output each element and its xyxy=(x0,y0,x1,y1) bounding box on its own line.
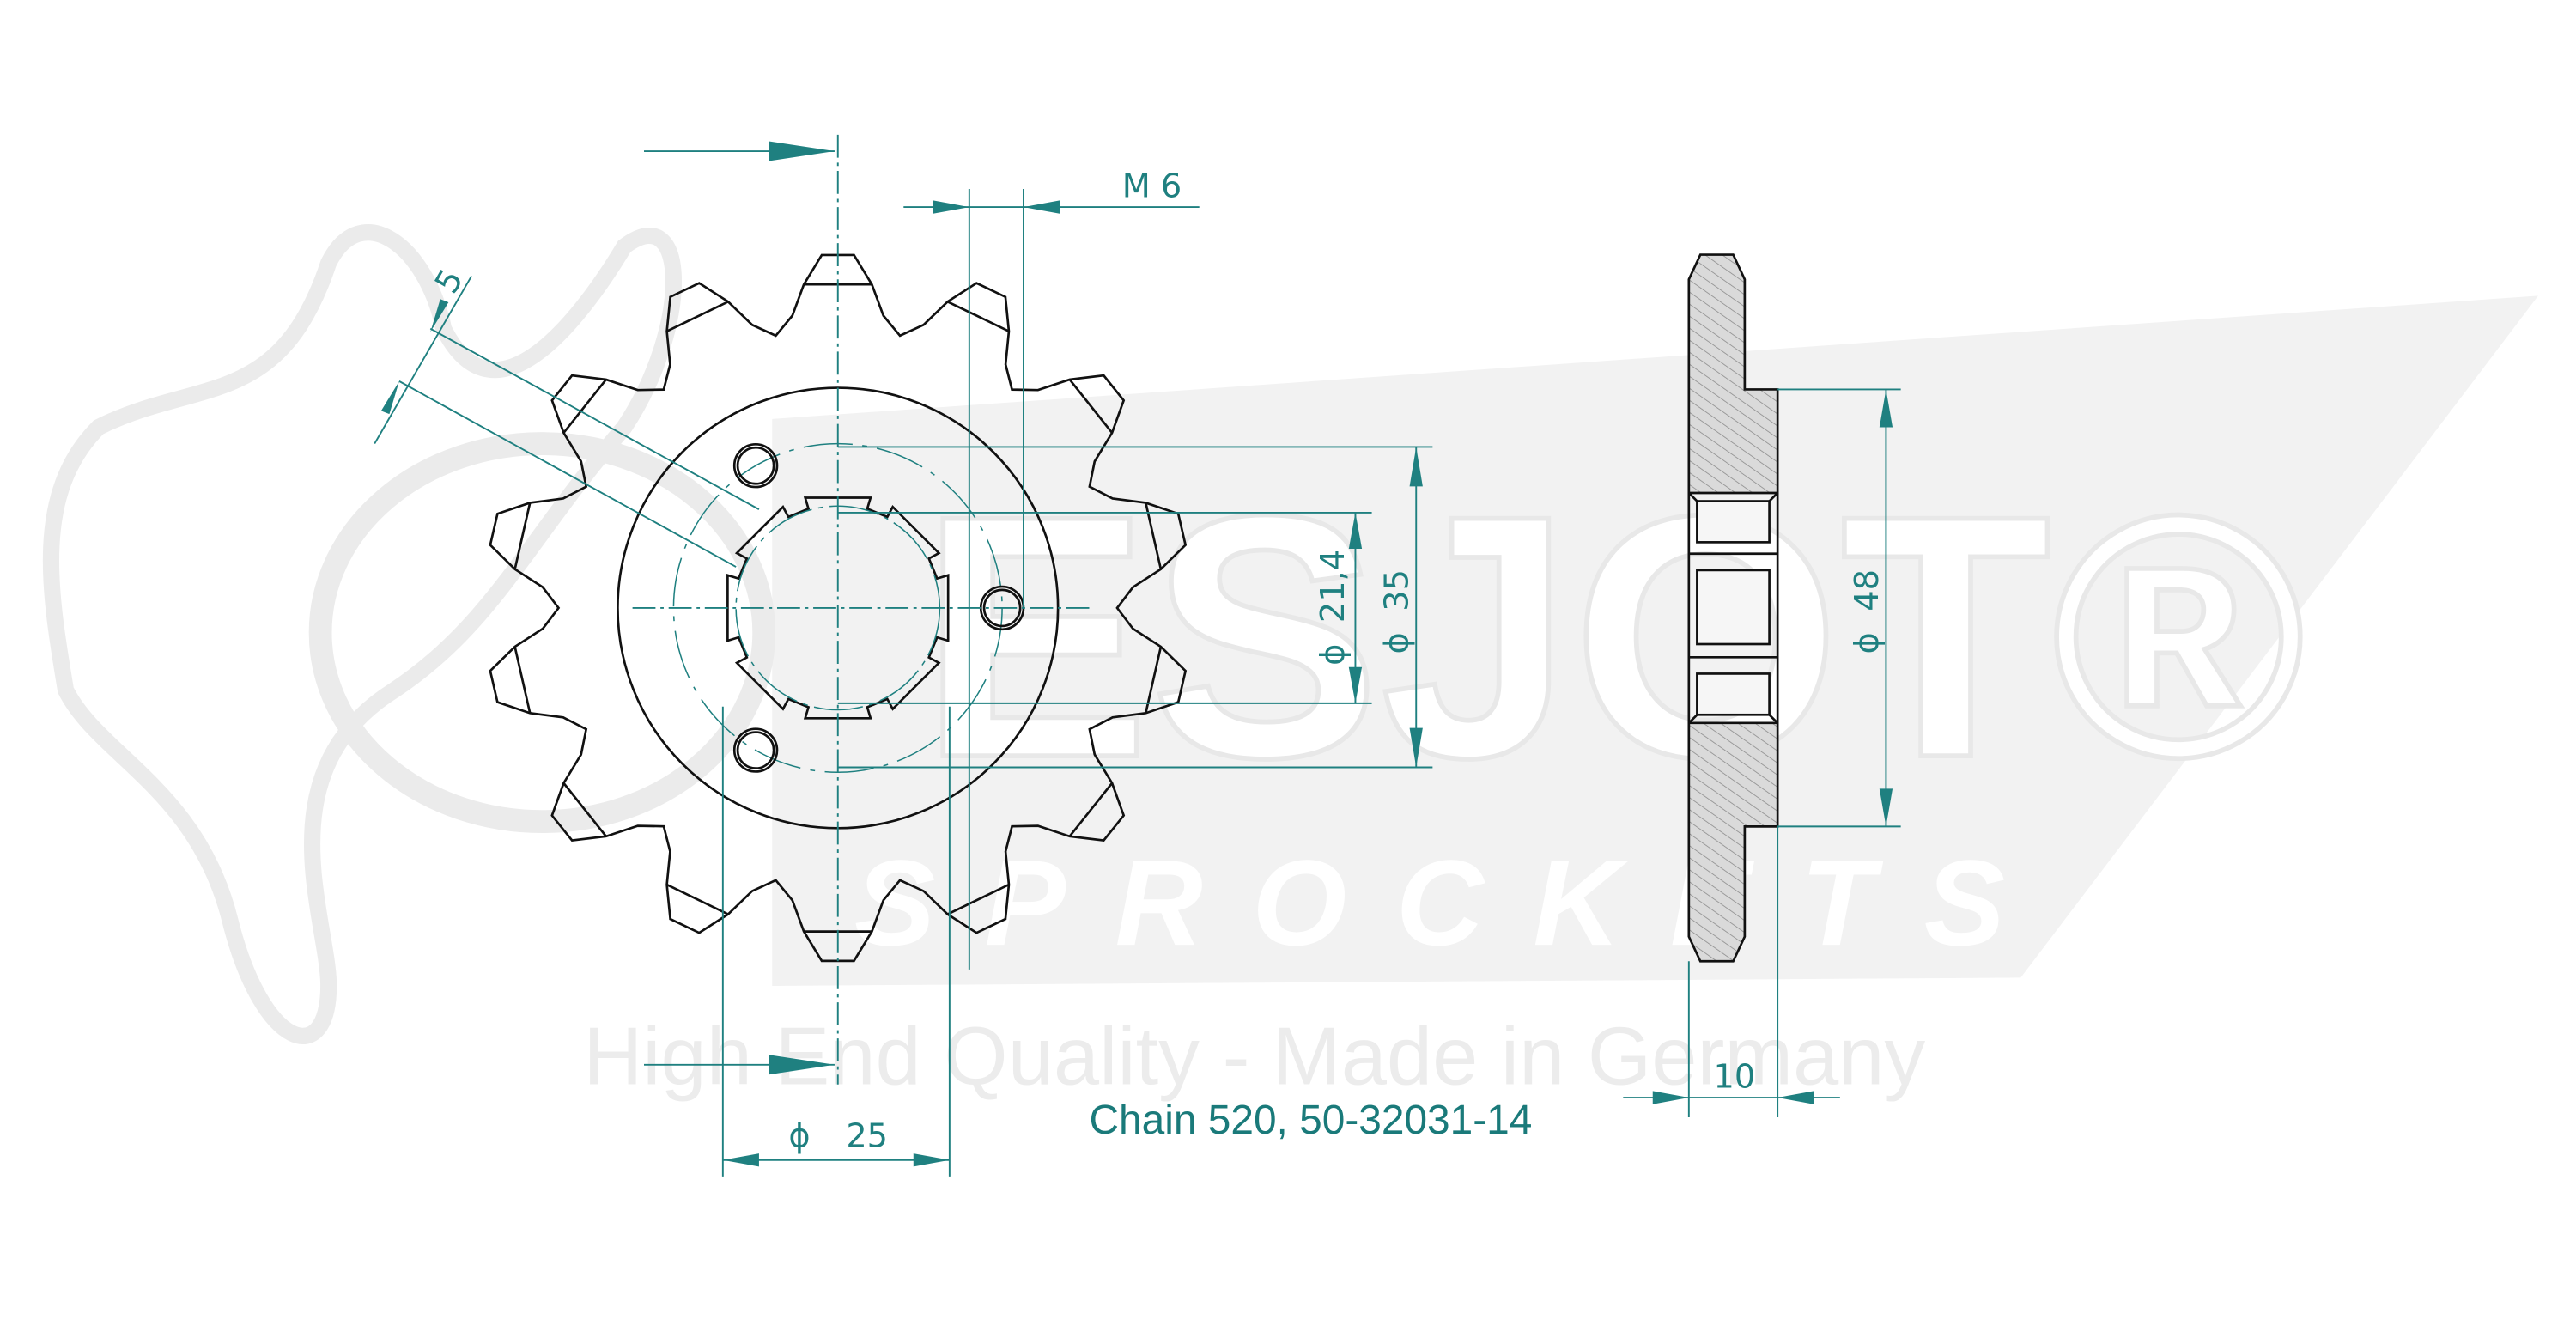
bore-dimension-label: 25 xyxy=(846,1116,888,1155)
tooth-chamfer-lines xyxy=(513,283,1163,933)
tooth-chamfer xyxy=(666,883,729,915)
diameter-symbol: ϕ xyxy=(1848,632,1886,654)
tooth-chamfer xyxy=(562,782,607,837)
arrow-icon xyxy=(430,299,449,332)
arrow-icon xyxy=(1409,727,1423,768)
tooth-chamfer xyxy=(1145,646,1163,714)
section-lower xyxy=(1687,721,1779,963)
arrow-icon xyxy=(1023,200,1060,214)
diameter-symbol: ϕ xyxy=(1378,632,1417,654)
width-dimension-label: 10 xyxy=(1714,1058,1756,1097)
arrow-icon xyxy=(1879,788,1893,827)
arrow-icon xyxy=(933,200,969,214)
arrow-icon xyxy=(913,1153,950,1167)
spline-dimension-label: 21,4 xyxy=(1314,550,1352,623)
arrow-icon xyxy=(1348,512,1363,550)
tooth-chamfer xyxy=(946,301,1010,332)
arrow-icon xyxy=(722,1153,759,1167)
arrow-icon xyxy=(1777,1091,1814,1104)
tooth-chamfer xyxy=(1068,379,1114,434)
dimensions-front: M 6 5 ϕ 21,4 ϕ 35 ϕ xyxy=(374,141,1433,1177)
bolt-hole xyxy=(982,588,1022,628)
spline-bore xyxy=(726,496,950,720)
tooth-chamfer xyxy=(562,379,607,434)
section-bore-splines xyxy=(1687,492,1779,724)
sprocket-side-section: ϕ 48 10 xyxy=(1623,253,1901,1118)
diameter-symbol: ϕ xyxy=(788,1116,810,1155)
tooth-chamfer xyxy=(513,502,532,570)
diameter-symbol: ϕ xyxy=(1314,644,1352,666)
tooth-chamfer xyxy=(1145,502,1163,570)
bolt-circle-dimension-label: 35 xyxy=(1378,569,1417,611)
tooth-chamfer xyxy=(1068,782,1114,837)
bolt-hole xyxy=(732,443,779,489)
arrow-icon xyxy=(1879,389,1893,428)
bolt-hole xyxy=(736,731,775,769)
thread-dimension-label: M 6 xyxy=(1122,167,1182,206)
sprocket-front-view xyxy=(489,134,1188,1085)
bolt-hole xyxy=(736,446,775,485)
bolt-hole xyxy=(732,727,779,773)
watermark-sprocket-outline xyxy=(42,224,682,1044)
arrow-icon xyxy=(380,380,399,415)
arrow-icon xyxy=(1652,1091,1689,1104)
arrow-icon xyxy=(1409,447,1423,487)
watermark-subbrand: SPROCKETS xyxy=(854,836,2055,971)
arrow-icon xyxy=(769,141,835,161)
part-caption: Chain 520, 50-32031-14 xyxy=(1089,1098,1532,1143)
watermark-logo: ESJOT® SPROCKETS High End Quality - Made… xyxy=(42,224,2538,1103)
arrow-icon xyxy=(1348,666,1363,703)
tooth-chamfer xyxy=(946,883,1010,915)
watermark-tagline: High End Quality - Made in Germany xyxy=(583,1011,1925,1103)
watermark-brand: ESJOT® xyxy=(920,444,2305,830)
arrow-icon xyxy=(769,1055,835,1075)
hub-dimension-label: 48 xyxy=(1848,569,1886,611)
sprocket-tooth-profile xyxy=(489,253,1188,963)
tooth-chamfer xyxy=(666,301,729,332)
tooth-chamfer xyxy=(513,646,532,714)
